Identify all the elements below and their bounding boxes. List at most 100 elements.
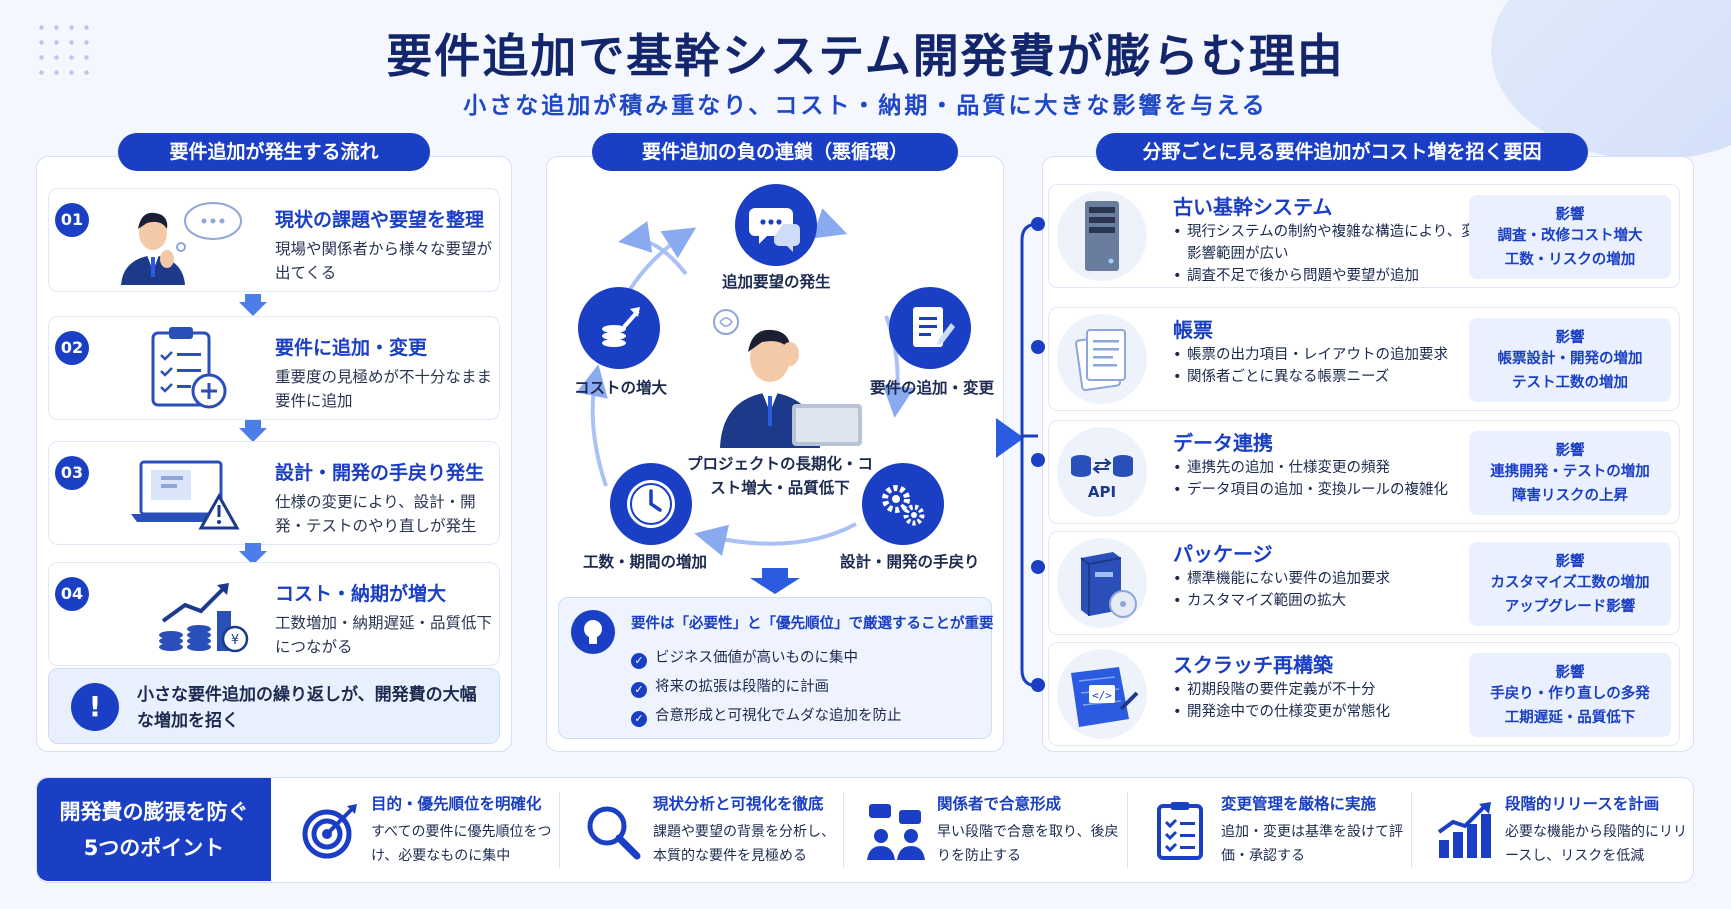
point-description: 必要な機能から段階的にリリースし、リスクを低減 [1505, 824, 1687, 864]
cycle-coins-up-icon [578, 287, 660, 369]
step-title: 現状の課題や要望を整理 [275, 209, 485, 231]
checklist-icon [1157, 802, 1203, 860]
timeline-line [1020, 222, 1039, 688]
right-arrow-icon [996, 418, 1024, 458]
people-discussion-icon [867, 804, 925, 860]
point-description: 追加・変更は基準を設けて評価・承認する [1221, 824, 1403, 864]
impact-heading: 影響 [1555, 665, 1585, 681]
factor-row-forms: 帳票 帳票の出力項目・レイアウトの追加要求 関係者ごとに異なる帳票ニーズ 影響 … [1048, 307, 1680, 411]
cycle-heading: 要件追加の負の連鎖（悪循環） [592, 133, 958, 171]
documents-stack-icon [1057, 314, 1147, 404]
step-number: 01 [55, 203, 89, 237]
factor-bullets: 帳票の出力項目・レイアウトの追加要求 関係者ごとに異なる帳票ニーズ [1173, 344, 1513, 388]
factor-bullet: 帳票の出力項目・レイアウトの追加要求 [1173, 344, 1513, 366]
factor-bullet: 標準機能にない要件の追加要求 [1173, 568, 1513, 590]
point-title: 関係者で合意形成 [937, 795, 1062, 813]
impact-line: テスト工数の増加 [1512, 375, 1628, 391]
factor-row-data-integration: API データ連携 連携先の追加・仕様変更の頻発 データ項目の追加・変換ルールの… [1048, 420, 1680, 524]
svg-text:¥: ¥ [231, 633, 239, 648]
impact-line: 調査・改修コスト増大 [1497, 228, 1643, 244]
code-blueprint-icon: </> [1057, 649, 1147, 739]
step-number: 04 [55, 577, 89, 611]
impact-line: 連携開発・テストの増加 [1490, 464, 1650, 480]
factor-bullet: 開発途中での仕様変更が常態化 [1173, 701, 1513, 723]
point-description: すべての要件に優先順位をつけ、必要なものに集中 [371, 824, 552, 864]
timeline-dot [1031, 453, 1045, 467]
flow-step-1: 01 現状の課題や要望を整理 現場や関係者から様々な要望が出てくる [48, 188, 500, 292]
cycle-center-label: プロジェクトの長期化・コスト増大・品質低下 [686, 455, 873, 497]
factor-bullet: 関係者ごとに異なる帳票ニーズ [1173, 366, 1513, 388]
impact-box: 影響 手戻り・作り直しの多発 工期遅延・品質低下 [1469, 653, 1671, 737]
api-label: API [1087, 483, 1117, 501]
point-priority: 目的・優先順位を明確化 すべての要件に優先順位をつけ、必要なものに集中 [287, 778, 567, 881]
divider [559, 792, 560, 868]
page-title: 要件追加で基幹システム開発費が膨らむ理由 [386, 29, 1345, 83]
divider [843, 792, 844, 868]
check-icon: ✓ [631, 711, 647, 727]
factor-title: スクラッチ再構築 [1173, 653, 1333, 677]
flow-note: ! 小さな要件追加の繰り返しが、開発費の大幅な増加を招く [48, 668, 500, 744]
point-description: 課題や要望の背景を分析し、本質的な要件を見極める [653, 824, 835, 864]
flow-heading: 要件追加が発生する流れ [118, 133, 430, 171]
clipboard-add-icon [151, 327, 227, 409]
factor-bullet: 調査不足で後から問題や要望が追加 [1173, 265, 1513, 287]
down-arrow-icon [239, 543, 267, 565]
step-title: コスト・納期が増大 [275, 583, 447, 605]
point-consensus: 関係者で合意形成 早い段階で合意を取り、後戻りを防止する [853, 778, 1133, 881]
step-description: 工数増加・納期遅延・品質低下につながる [275, 614, 493, 656]
bar-chart-up-icon [1437, 802, 1491, 858]
factor-bullet: 現行システムの制約や複雑な構造により、変更の影響範囲が広い [1173, 221, 1513, 265]
factor-bullet: 初期段階の要件定義が不十分 [1173, 679, 1513, 701]
tip-heading: 要件は「必要性」と「優先順位」で厳選することが重要 [631, 616, 994, 632]
impact-line: 手戻り・作り直しの多発 [1490, 686, 1650, 702]
step-title: 設計・開発の手戻り発生 [275, 462, 485, 484]
impact-line: 障害リスクの上昇 [1512, 488, 1628, 504]
step-number: 02 [55, 331, 89, 365]
flow-step-3: 03 設計・開発の手戻り発生 仕様の変更により、設計・開発・テストのやり直しが発… [48, 441, 500, 545]
impact-heading: 影響 [1555, 443, 1585, 459]
factor-title: パッケージ [1173, 542, 1273, 566]
tip-item: ✓将来の拡張は段階的に計画 [631, 675, 829, 698]
check-icon: ✓ [631, 653, 647, 669]
impact-box: 影響 調査・改修コスト増大 工数・リスクの増加 [1469, 195, 1671, 279]
down-arrow-icon [750, 568, 800, 594]
svg-text:</>: </> [1092, 689, 1112, 702]
divider [1411, 792, 1412, 868]
factor-bullets: 現行システムの制約や複雑な構造により、変更の影響範囲が広い 調査不足で後から問題… [1173, 221, 1513, 287]
page-subtitle: 小さな追加が積み重なり、コスト・納期・品質に大きな影響を与える [463, 93, 1268, 119]
timeline-dot [1031, 340, 1045, 354]
factor-bullet: データ項目の追加・変換ルールの複雑化 [1173, 479, 1513, 501]
tip-item: ✓ビジネス価値が高いものに集中 [631, 646, 858, 669]
impact-box: 影響 カスタマイズ工数の増加 アップグレード影響 [1469, 542, 1671, 626]
cycle-label-bottom-right: 設計・開発の手戻り [840, 553, 980, 571]
tip-item: ✓合意形成と可視化でムダな追加を防止 [631, 704, 902, 727]
down-arrow-icon [239, 294, 267, 316]
divider [1127, 792, 1128, 868]
impact-line: 帳票設計・開発の増加 [1497, 351, 1643, 367]
software-package-icon [1057, 538, 1147, 628]
check-icon: ✓ [631, 682, 647, 698]
point-description: 早い段階で合意を取り、後戻りを防止する [937, 824, 1119, 864]
factor-title: データ連携 [1173, 431, 1273, 455]
factor-row-legacy: 古い基幹システム 現行システムの制約や複雑な構造により、変更の影響範囲が広い 調… [1048, 184, 1680, 288]
point-title: 変更管理を厳格に実施 [1221, 795, 1377, 813]
impact-box: 影響 帳票設計・開発の増加 テスト工数の増加 [1469, 318, 1671, 402]
point-title: 現状分析と可視化を徹底 [653, 795, 824, 813]
cycle-gears-icon [862, 463, 944, 545]
factor-bullets: 初期段階の要件定義が不十分 開発途中での仕様変更が常態化 [1173, 679, 1513, 723]
impact-heading: 影響 [1555, 554, 1585, 570]
point-phased-release: 段階的リリースを計画 必要な機能から段階的にリリースし、リスクを低減 [1421, 778, 1701, 881]
step-title: 要件に追加・変更 [275, 337, 428, 359]
cost-growth-icon: ¥ [159, 583, 249, 653]
factor-row-scratch: </> スクラッチ再構築 初期段階の要件定義が不十分 開発途中での仕様変更が常態… [1048, 642, 1680, 746]
factor-title: 帳票 [1173, 318, 1213, 342]
factor-bullets: 標準機能にない要件の追加要求 カスタマイズ範囲の拡大 [1173, 568, 1513, 612]
timeline-dot [1031, 217, 1045, 231]
prevention-points-strip: 開発費の膨張を防ぐ 5つのポイント 目的・優先順位を明確化 すべての要件に優先順… [36, 777, 1694, 883]
tip-box: 要件は「必要性」と「優先順位」で厳選することが重要 ✓ビジネス価値が高いものに集… [558, 597, 994, 739]
thinking-person-icon [121, 202, 242, 285]
point-analysis: 現状分析と可視化を徹底 課題や要望の背景を分析し、本質的な要件を見極める [569, 778, 849, 881]
impact-line: 工期遅延・品質低下 [1504, 710, 1636, 726]
factor-bullet: 連携先の追加・仕様変更の頻発 [1173, 457, 1513, 479]
step-description: 仕様の変更により、設計・開発・テストのやり直しが発生 [275, 493, 477, 535]
